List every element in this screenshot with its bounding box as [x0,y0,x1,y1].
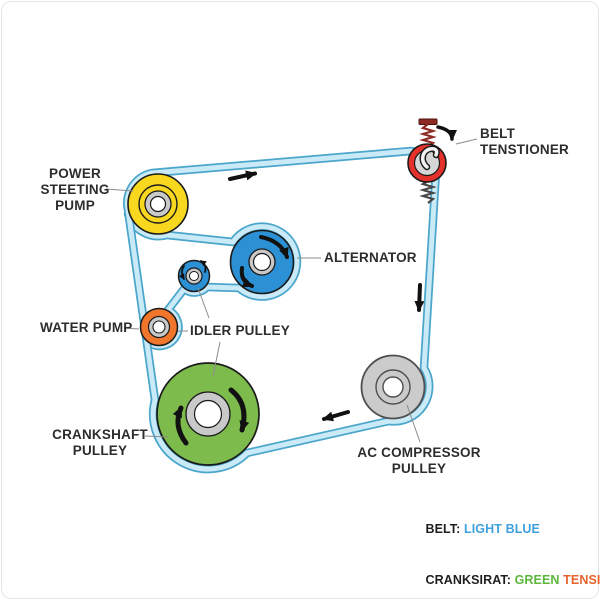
label-line: PULLEY [72,443,128,458]
leader-water-pump [123,327,140,330]
alternator-pulley [229,229,295,295]
belt-arrow-bottom [322,410,350,422]
water-pump-center [152,320,166,334]
leader-tensioner [455,138,478,145]
belt-arrow-right [414,283,425,312]
label-line: POWER [48,166,101,181]
legend-key: TENSIONER: [563,573,600,587]
legend-key: CRANKSIRAT: [425,573,515,587]
tensioner-arrow [436,125,457,141]
belt-direction-arrows [228,125,457,422]
power-steering-pulley [127,173,189,235]
tensioner-arm [421,147,439,169]
ac-compressor-center [382,376,404,398]
tensioner-lower-spring [419,180,437,204]
alternator-rotation-arrow-top [259,235,289,259]
legend-value: GREEN [514,573,564,587]
ac-compressor-pulley [360,354,426,420]
label-line: PULLEY [391,461,447,476]
leader-crankshaft [144,435,169,438]
color-legend: BELT: LIGHT BLUE CRANKSIRAT: GREEN TENSI… [404,504,600,600]
belt-tensioner-pulley [407,143,447,183]
alternator-center [252,252,272,272]
label-belt-tensioner: BELT TENSTIONER [480,126,569,158]
label-idler-pulley: IDLER PULLEY [190,323,290,338]
label-line: STEETING [40,182,110,197]
idler-rotation-arrow-bottom [178,265,185,280]
label-water-pump: WATER PUMP [40,320,133,335]
crankshaft-rotation-arrow-right [228,387,250,433]
alternator-rotation-arrow-bottom [239,266,254,288]
label-line: CRANKSHAFT [52,427,148,442]
legend-row-belt: BELT: LIGHT BLUE [404,504,600,555]
tensioner-spring-cap [418,118,438,125]
label-line: AC COMPRESSOR [357,445,481,460]
belt-arrow-top [228,170,257,181]
legend-value: LIGHT BLUE [464,522,540,536]
label-crankshaft-pulley: CRANKSHAFT PULLEY [40,427,160,459]
idler-rotation-arrow-top [200,260,207,273]
tensioner-springs [418,118,438,204]
belt-inner-fill [125,211,300,349]
crankshaft-pulley [156,362,260,466]
power-steering-center [149,195,167,213]
label-line: PUMP [55,198,95,213]
ac-compressor-ring [375,369,411,405]
crankshaft-rotation-arrow-left [172,405,189,446]
label-alternator: ALTERNATOR [324,250,417,265]
label-line: TENSTIONER [480,142,570,157]
label-power-steering-pump: POWER STEETING PUMP [20,166,130,214]
idler-center [189,271,199,281]
legend-row-crankshaft-tensioner: CRANKSIRAT: GREEN TENSIONER: RED [404,555,600,600]
leader-lines [105,138,478,443]
label-ac-compressor-pulley: AC COMPRESSOR PULLEY [345,445,493,477]
water-pump-pulley [139,307,179,347]
leader-idler-down [212,341,221,377]
leader-ac-compressor [406,404,421,443]
idler-pulley [177,259,211,293]
label-line: BELT [480,126,516,141]
tensioner-upper-spring [419,123,437,148]
crankshaft-center [193,399,223,429]
legend-key: BELT: [425,522,464,536]
leader-power-steering [105,188,134,192]
leader-idler-up [197,287,210,319]
